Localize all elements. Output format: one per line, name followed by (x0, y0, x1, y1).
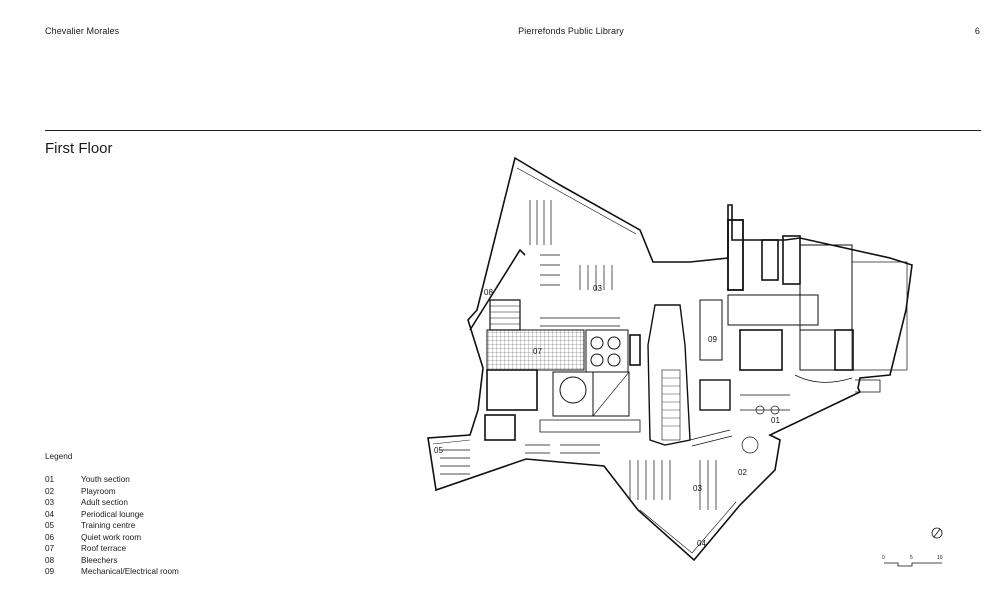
legend-label: Quiet work room (81, 532, 142, 542)
scale-tick-5: 5 (910, 555, 913, 561)
plan-label-05: 05 (434, 446, 443, 455)
legend-item: 03 Adult section (45, 497, 179, 509)
page-title: First Floor (45, 140, 113, 157)
legend-num: 09 (45, 567, 55, 576)
plan-label-01: 01 (771, 416, 780, 425)
header-author: Chevalier Morales (45, 26, 120, 36)
legend: Legend 01 Youth section 02 Playroom 03 Adul… (45, 452, 179, 578)
legend-item: 02 Playroom (45, 486, 179, 498)
page-number: 6 (974, 26, 980, 36)
legend-num: 03 (45, 498, 55, 507)
plan-label-07: 07 (533, 347, 542, 356)
legend-label: Training centre (81, 521, 136, 530)
plan-label-04: 04 (697, 539, 706, 548)
legend-num: 05 (45, 521, 55, 530)
legend-num: 06 (45, 532, 55, 542)
plan-label-08: 08 (484, 288, 493, 297)
legend-item: 05 Training centre (45, 520, 179, 532)
floor-plan-drawing: 01 02 03 03 04 05 07 08 09 (427, 156, 913, 562)
legend-num: 02 (45, 486, 55, 496)
legend-item: 07 Roof terrace (45, 543, 179, 555)
legend-label: Playroom (81, 486, 116, 496)
legend-num: 07 (45, 544, 55, 553)
plan-label-02: 02 (738, 468, 747, 477)
header-rule (45, 130, 981, 131)
scale-tick-10: 10 (937, 555, 943, 561)
scale-tick-0: 0 (882, 555, 885, 561)
legend-label: Bleechers (81, 555, 118, 565)
plan-label-03-south: 03 (693, 484, 702, 493)
legend-label: Adult section (81, 498, 128, 507)
legend-label: Youth section (81, 475, 130, 484)
east-wing-block (799, 244, 853, 331)
legend-heading: Legend (45, 452, 73, 461)
legend-item: 09 Mechanical/Electrical room (45, 566, 179, 578)
atrium-void (647, 304, 691, 446)
header-project-name: Pierrefonds Public Library (518, 26, 624, 36)
legend-label: Periodical lounge (81, 509, 144, 519)
legend-item: 01 Youth section (45, 474, 179, 486)
legend-item: 06 Quiet work room (45, 532, 179, 544)
bleachers (489, 299, 521, 331)
legend-item: 04 Periodical lounge (45, 509, 179, 521)
legend-num: 01 (45, 475, 55, 484)
legend-num: 08 (45, 555, 55, 565)
plan-label-09: 09 (708, 335, 717, 344)
legend-item: 08 Bleechers (45, 555, 179, 567)
scale-bar: 0 5 10 (882, 527, 943, 567)
plan-label-03-north: 03 (593, 284, 602, 293)
north-arrow-icon (931, 527, 943, 539)
legend-label: Roof terrace (81, 544, 127, 553)
legend-label: Mechanical/Electrical room (81, 567, 179, 576)
legend-num: 04 (45, 509, 55, 519)
